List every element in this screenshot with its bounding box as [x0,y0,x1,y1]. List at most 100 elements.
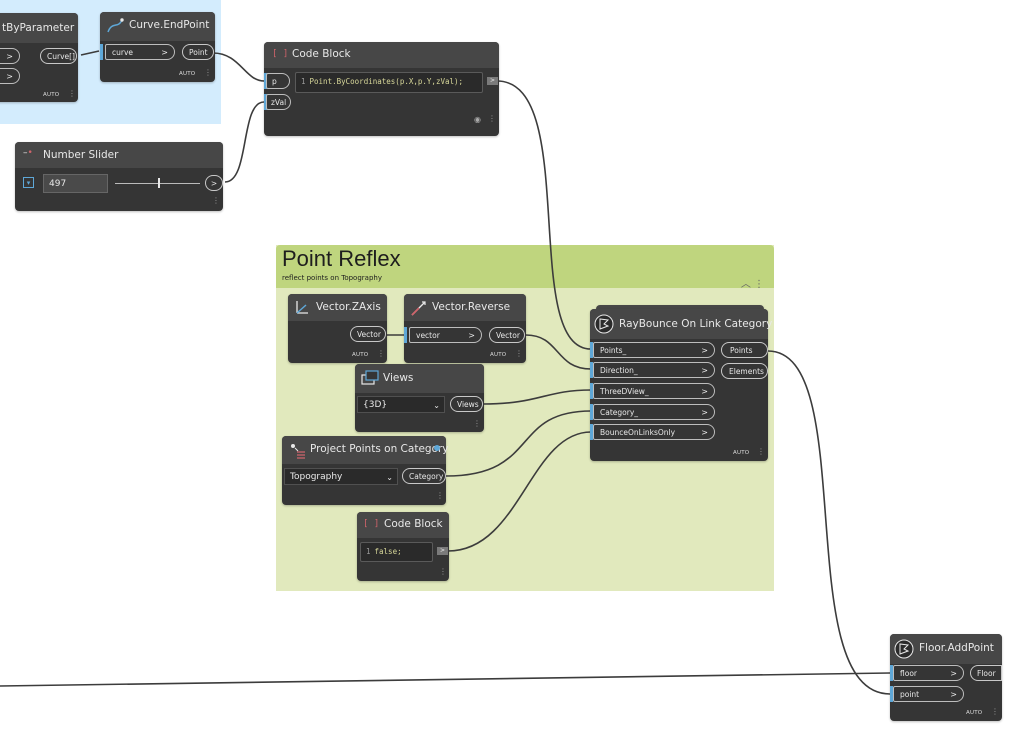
group-description: reflect points on Topography [282,274,382,282]
input-port-bar [264,94,267,110]
views-dropdown[interactable]: {3D}⌄ [357,396,445,413]
input-port-bar [264,73,267,89]
wire-left-to-floor [0,672,891,687]
input-port-bar [100,44,103,60]
node-menu-icon[interactable]: ⋮ [377,349,385,358]
lacing-label: AUTO [733,450,750,456]
code-text[interactable]: Point.ByCoordinates(p.X,p.Y,zVal); [309,77,464,86]
node-menu-icon[interactable]: ⋮ [204,68,212,77]
expand-slider-icon[interactable]: ▾ [23,177,34,188]
info-dot-icon [434,445,440,451]
node-menu-icon[interactable]: ⋮ [991,707,999,716]
output-port-floor[interactable]: Floor [970,665,1002,681]
output-port[interactable]: > [205,175,223,191]
input-port-1[interactable]: > [0,48,20,64]
input-port-floor[interactable]: floor> [893,665,964,681]
code-text[interactable]: false; [374,547,402,556]
lacing-label: AUTO [490,352,507,358]
node-raybounce-on-link-category[interactable]: RayBounce On Link Category Points_> Dire… [590,309,772,461]
node-title: Code Block [292,48,351,60]
raybounce-icon [594,314,614,334]
input-port-vector[interactable]: vector> [409,327,482,343]
input-port-point[interactable]: point> [893,686,964,702]
lacing-label: AUTO [43,92,60,98]
output-port-points[interactable]: Points [721,342,768,358]
input-port-p[interactable]: p [266,73,290,89]
output-port-category[interactable]: Category [402,468,446,484]
output-port-views[interactable]: Views [450,396,483,412]
output-port-elements[interactable]: Elements [721,363,768,379]
output-port-vector[interactable]: Vector [350,326,386,342]
node-title: Floor.AddPoint [919,642,994,654]
node-title: tByParameter [2,22,75,34]
node-title: Vector.Reverse [432,301,511,313]
node-views[interactable]: Views {3D}⌄ Views ⋮ [355,364,484,432]
lacing-label: AUTO [352,352,369,358]
input-port-bar [590,404,593,420]
node-title: Code Block [384,518,443,530]
node-menu-icon[interactable]: ⋮ [439,567,447,576]
node-menu-icon[interactable]: ⋮ [757,447,765,456]
project-points-icon [291,444,305,459]
input-port-threedview[interactable]: ThreeDView_> [593,383,715,399]
output-port[interactable]: > [487,77,498,85]
input-port-bar [590,362,593,378]
output-port-point[interactable]: Point [182,44,214,60]
category-dropdown[interactable]: Topography⌄ [284,468,398,485]
input-port-bar [590,424,593,440]
node-curve-endpoint[interactable]: Curve.EndPoint curve> Point AUTO ⋮ [100,12,215,82]
input-port-2[interactable]: > [0,68,20,84]
wire-slider-to-zval [224,101,265,183]
node-number-slider[interactable]: –• Number Slider ▾ 497 > ⋮ [15,142,223,211]
node-title: Views [383,372,414,384]
eye-icon[interactable]: ◉ [474,115,481,124]
node-curve-by-parameter[interactable]: tByParameter > > Curve[] AUTO ⋮ [0,13,78,102]
group-header[interactable]: Point Reflex reflect points on Topograph… [276,245,774,290]
node-title: Project Points on Category [310,443,449,455]
output-port-vector[interactable]: Vector [489,327,525,343]
input-port-points[interactable]: Points_> [593,342,715,358]
input-port-direction[interactable]: Direction_> [593,362,715,378]
lacing-label: AUTO [179,71,196,77]
node-floor-addpoint[interactable]: Floor.AddPoint floor> point> Floor AUTO … [890,634,1002,721]
input-port-bounce-on-links-only[interactable]: BounceOnLinksOnly> [593,424,715,440]
slider-thumb[interactable] [157,178,160,188]
output-port[interactable]: > [437,547,448,555]
input-port-category[interactable]: Category_> [593,404,715,420]
axis-icon [296,301,308,314]
floor-icon [894,639,914,659]
node-menu-icon[interactable]: ⋮ [515,349,523,358]
views-icon [361,370,379,385]
wire-points-to-point [767,350,891,695]
node-project-points-on-category[interactable]: Project Points on Category Topography⌄ C… [282,436,449,505]
group-title: Point Reflex [282,246,401,271]
node-menu-icon[interactable]: ⋮ [473,419,481,428]
input-port-bar [590,342,593,358]
node-title: Number Slider [43,149,119,161]
node-title: Vector.ZAxis [316,301,381,313]
node-menu-icon[interactable]: ⋮ [68,89,76,98]
node-menu-icon[interactable]: ⋮ [436,491,444,500]
chevron-up-icon[interactable]: ︿ ⋮ [740,279,764,290]
reverse-vector-icon [411,301,426,316]
output-port-curves[interactable]: Curve[] [40,48,77,64]
brackets-icon: [ ] [272,49,289,59]
node-title: RayBounce On Link Category [619,318,773,330]
input-port-curve[interactable]: curve> [105,44,175,60]
node-menu-icon[interactable]: ⋮ [488,114,496,123]
curve-icon [107,18,124,33]
input-port-bar [404,327,407,343]
node-title: Curve.EndPoint [129,19,210,31]
input-port-zval[interactable]: zVal [266,94,291,110]
lacing-label: AUTO [966,710,983,716]
node-vector-reverse[interactable]: Vector.Reverse vector> Vector AUTO ⋮ [404,294,526,363]
slider-icon: –• [23,148,33,158]
node-vector-zaxis[interactable]: Vector.ZAxis Vector AUTO ⋮ [288,294,387,363]
node-menu-icon[interactable]: ⋮ [212,196,220,205]
input-port-bar [590,383,593,399]
slider-value-input[interactable]: 497 [43,174,108,193]
